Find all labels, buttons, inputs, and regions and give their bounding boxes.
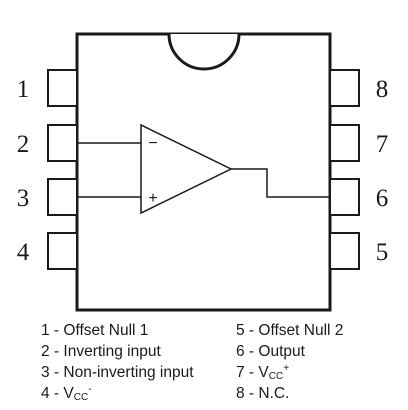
pin-2-lead [47, 124, 78, 162]
pin-8-lead [329, 69, 360, 107]
legend-item-pin-7: 7 - VCC+ [236, 362, 343, 383]
opamp-triangle [140, 123, 233, 215]
legend-item-pin-4: 4 - VCC- [41, 383, 194, 404]
pin-number-4: 4 [17, 239, 30, 266]
pin-number-8: 8 [376, 76, 389, 103]
legend-pin-7-subscript: CC [268, 371, 284, 382]
pin-number-1: 1 [17, 76, 30, 103]
pin-legend-right: 5 - Offset Null 2 6 - Output 7 - VCC+ 8 … [236, 320, 343, 404]
opamp-plus-sign: + [148, 190, 157, 207]
pin-7-lead [329, 124, 360, 162]
legend-pin-4-prefix: 4 - V [41, 385, 74, 402]
legend-item-pin-2: 2 - Inverting input [41, 343, 161, 360]
legend-item-pin-3: 3 - Non-inverting input [41, 364, 194, 381]
pin-legend-left: 1 - Offset Null 1 2 - Inverting input 3 … [41, 320, 194, 404]
legend-pin-4-subscript: CC [73, 392, 89, 403]
pin-number-7: 7 [376, 131, 389, 158]
pin-number-5: 5 [376, 239, 389, 266]
pin-number-3: 3 [17, 185, 30, 212]
legend-pin-7-superscript: + [283, 363, 290, 374]
pin-4-lead [47, 232, 78, 270]
output-wire [231, 168, 330, 198]
pin-6-lead [329, 178, 360, 216]
pin-5-lead [329, 232, 360, 270]
legend-item-pin-6: 6 - Output [236, 343, 305, 360]
pin-3-lead [47, 178, 78, 216]
pin-number-6: 6 [376, 185, 389, 212]
pin-number-2: 2 [17, 131, 30, 158]
legend-item-pin-1: 1 - Offset Null 1 [41, 322, 149, 339]
orientation-notch [167, 33, 241, 71]
opamp-minus-sign: − [148, 135, 157, 152]
legend-item-pin-8: 8 - N.C. [236, 385, 290, 402]
pin-1-lead [47, 69, 78, 107]
legend-pin-4-superscript: - [88, 384, 92, 395]
legend-pin-7-prefix: 7 - V [236, 364, 269, 381]
legend-item-pin-5: 5 - Offset Null 2 [236, 322, 344, 339]
